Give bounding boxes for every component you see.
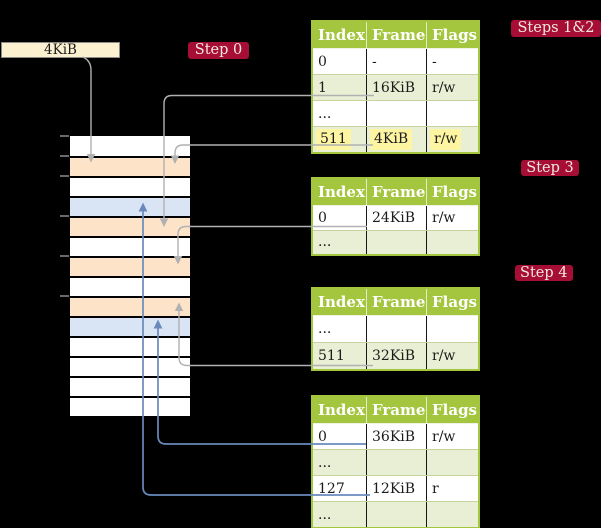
cell-flags: r bbox=[426, 476, 478, 501]
cell-index: ... bbox=[318, 506, 332, 523]
cell-frame: - bbox=[366, 49, 426, 74]
table-header-row: Index Frame Flags bbox=[313, 289, 478, 315]
highlight: r/w bbox=[430, 129, 462, 150]
table-row: 0 - - bbox=[313, 48, 478, 74]
table-row: 0 24KiB r/w bbox=[313, 205, 478, 230]
page-table-step-4: Index Frame Flags ... 511 32KiB r/w bbox=[311, 287, 480, 371]
cell-frame bbox=[366, 502, 426, 527]
highlight: 511 bbox=[316, 129, 351, 150]
cell-flags bbox=[426, 230, 478, 254]
col-header-index: Index bbox=[318, 26, 365, 44]
memory-row bbox=[70, 376, 190, 396]
page-table-level-1: Index Frame Flags 0 36KiB r/w ... 127 12… bbox=[311, 395, 480, 528]
cell-index: 1 bbox=[318, 79, 327, 96]
highlight: 4KiB bbox=[370, 129, 413, 150]
cell-frame: 16KiB bbox=[366, 75, 426, 100]
cell-index: ... bbox=[318, 454, 332, 471]
col-header-frame: Frame bbox=[366, 397, 426, 423]
col-header-index: Index bbox=[318, 293, 365, 311]
cell-flags bbox=[426, 101, 478, 126]
col-header-frame: Frame bbox=[366, 179, 426, 205]
table-row: 127 12KiB r bbox=[313, 475, 478, 501]
cell-flags: - bbox=[426, 49, 478, 74]
cell-frame: 12KiB bbox=[366, 476, 426, 501]
badge-steps-1-2: Steps 1&2 bbox=[511, 20, 601, 37]
cell-flags: r/w bbox=[426, 206, 478, 230]
cell-index: ... bbox=[318, 105, 332, 122]
cell-flags bbox=[426, 316, 478, 342]
memory-row bbox=[70, 356, 190, 376]
page-size-box: 4KiB bbox=[1, 42, 120, 58]
col-header-frame: Frame bbox=[366, 22, 426, 48]
cell-index: ... bbox=[318, 321, 332, 337]
col-header-index: Index bbox=[318, 401, 365, 419]
cell-flags bbox=[426, 450, 478, 475]
cell-index: ... bbox=[318, 234, 332, 251]
col-header-flags: Flags bbox=[426, 179, 478, 205]
cell-frame: 24KiB bbox=[366, 206, 426, 230]
cell-index: 0 bbox=[318, 428, 327, 445]
memory-row-page-table-4kib bbox=[70, 156, 190, 176]
cell-frame bbox=[366, 101, 426, 126]
cell-flags: r/w bbox=[426, 75, 478, 100]
col-header-flags: Flags bbox=[426, 397, 478, 423]
cell-frame bbox=[366, 316, 426, 342]
memory-row-page-table-16kib bbox=[70, 216, 190, 236]
memory-row bbox=[70, 236, 190, 256]
cell-flags: r/w bbox=[426, 127, 478, 152]
cell-frame: 4KiB bbox=[366, 127, 426, 152]
cell-index: 0 bbox=[318, 209, 327, 226]
col-header-flags: Flags bbox=[426, 289, 478, 315]
table-row: ... bbox=[313, 229, 478, 254]
memory-row-mapped-page-36kib bbox=[70, 316, 190, 336]
table-row: 511 32KiB r/w bbox=[313, 342, 478, 369]
cell-index: 511 bbox=[318, 348, 345, 364]
page-size-label: 4KiB bbox=[44, 42, 77, 58]
memory-row bbox=[70, 396, 190, 416]
cell-frame bbox=[366, 450, 426, 475]
cell-frame: 36KiB bbox=[366, 424, 426, 449]
table-row-highlighted: 511 4KiB r/w bbox=[313, 126, 478, 152]
cell-frame: 32KiB bbox=[366, 343, 426, 369]
col-header-flags: Flags bbox=[426, 22, 478, 48]
badge-step-0: Step 0 bbox=[188, 42, 249, 59]
cell-flags: r/w bbox=[426, 343, 478, 369]
page-table-step-3: Index Frame Flags 0 24KiB r/w ... bbox=[311, 177, 480, 256]
physical-memory-stack bbox=[70, 136, 190, 416]
memory-row-page-table-24kib bbox=[70, 256, 190, 276]
cell-flags bbox=[426, 502, 478, 527]
table-row: ... bbox=[313, 100, 478, 126]
memory-tick-marks bbox=[60, 135, 69, 297]
table-row: ... bbox=[313, 315, 478, 342]
table-header-row: Index Frame Flags bbox=[313, 397, 478, 423]
table-row: ... bbox=[313, 501, 478, 527]
cell-flags: r/w bbox=[426, 424, 478, 449]
badge-step-4: Step 4 bbox=[514, 264, 573, 281]
memory-row bbox=[70, 176, 190, 196]
memory-row-page-table-32kib bbox=[70, 296, 190, 316]
col-header-index: Index bbox=[318, 183, 365, 201]
col-header-frame: Frame bbox=[366, 289, 426, 315]
cell-index: 511 bbox=[313, 127, 366, 152]
cell-frame bbox=[366, 230, 426, 254]
memory-row-mapped-page-12kib bbox=[70, 196, 190, 216]
table-row: ... bbox=[313, 449, 478, 475]
table-row: 1 16KiB r/w bbox=[313, 74, 478, 100]
table-header-row: Index Frame Flags bbox=[313, 179, 478, 205]
cell-index: 127 bbox=[318, 480, 345, 497]
page-table-steps-1-2: Index Frame Flags 0 - - 1 16KiB r/w ... … bbox=[311, 20, 480, 154]
memory-row bbox=[70, 276, 190, 296]
table-row: 0 36KiB r/w bbox=[313, 423, 478, 449]
badge-step-3: Step 3 bbox=[521, 159, 579, 176]
table-header-row: Index Frame Flags bbox=[313, 22, 478, 48]
memory-row bbox=[70, 336, 190, 356]
memory-row bbox=[70, 136, 190, 156]
cell-index: 0 bbox=[318, 53, 327, 70]
